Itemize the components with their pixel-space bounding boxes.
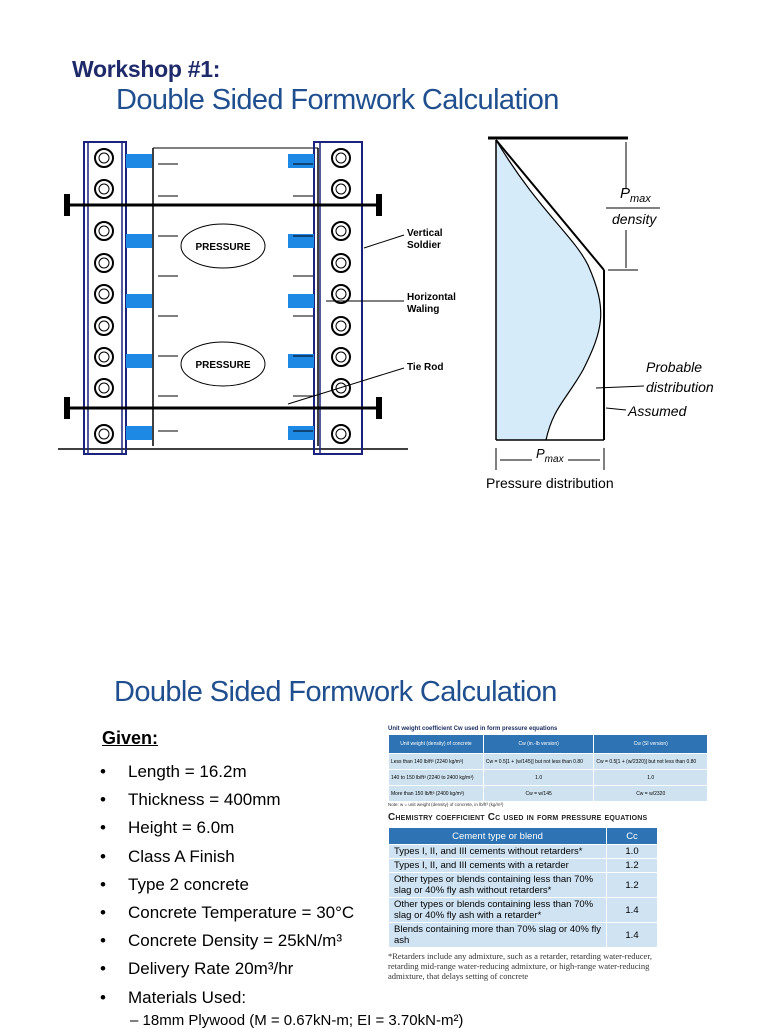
soldier-label: Soldier <box>407 240 441 251</box>
chemistry-footnote: *Retarders include any admixture, such a… <box>388 951 652 981</box>
pmax-label: Pmax <box>620 185 651 205</box>
given-list: •Length = 16.2m •Thickness = 400mm •Heig… <box>100 762 354 1016</box>
table-row: Other types or blends containing less th… <box>388 872 658 898</box>
pressure-label-bottom: PRESSURE <box>195 360 250 371</box>
table-row: Less than 140 lb/ft³ (2240 kg/m³) Cw = 0… <box>388 753 708 770</box>
table-row: Types I, II, and III cements without ret… <box>388 844 658 859</box>
list-item: •Type 2 concrete <box>100 874 249 894</box>
table-row: Other types or blends containing less th… <box>388 897 658 923</box>
chemistry-caption: Chemistry coefficient Cc used in form pr… <box>388 812 648 823</box>
unit-weight-caption: Unit weight coefficient Cw used in form … <box>388 726 558 732</box>
workshop-heading: Workshop #1: <box>72 56 221 82</box>
waling-label: Waling <box>407 304 439 315</box>
list-item: •Class A Finish <box>100 846 235 866</box>
assumed-label: Assumed <box>627 403 688 419</box>
horizontal-label: Horizontal <box>407 292 456 303</box>
list-item: •Concrete Temperature = 30°C <box>100 902 355 922</box>
slide2-title: Double Sided Formwork Calculation <box>114 676 557 708</box>
pressure-label-top: PRESSURE <box>195 242 250 253</box>
list-item: •Materials Used: <box>100 987 247 1007</box>
density-label: density <box>612 211 657 227</box>
plywood-sub-item: – 18mm Plywood (M = 0.67kN-m; EI = 3.70k… <box>130 1012 464 1029</box>
given-heading: Given: <box>102 728 159 748</box>
tie-rod-label: Tie Rod <box>407 362 443 373</box>
list-item: •Concrete Density = 25kN/m³ <box>100 931 342 951</box>
list-item: •Height = 6.0m <box>100 818 235 838</box>
pmax-bottom-label: Pmax <box>536 446 565 465</box>
table-row: Blends containing more than 70% slag or … <box>388 922 658 948</box>
slide1-title: Double Sided Formwork Calculation <box>116 84 559 116</box>
table-header: Cw (SI version) <box>593 734 708 754</box>
pressure-distribution-chart: Pmax density Probable distribution Assum… <box>486 136 714 491</box>
table-header: Cc <box>606 827 658 845</box>
pressure-distribution-caption: Pressure distribution <box>486 475 614 491</box>
list-item: •Delivery Rate 20m³/hr <box>100 959 294 979</box>
unit-weight-note: Note: w = unit weight (density) of concr… <box>388 802 504 807</box>
formwork-diagram: PRESSURE PRESSURE Vertical Soldier Horiz… <box>58 141 456 455</box>
table-header: Unit weight (density) of concrete <box>388 734 484 754</box>
list-item: •Thickness = 400mm <box>100 790 281 810</box>
table-row: Types I, II, and III cements with a reta… <box>388 858 658 873</box>
table-header: Cement type or blend <box>388 827 607 845</box>
chemistry-table: Chemistry coefficient Cc used in form pr… <box>388 812 658 981</box>
distribution-label: distribution <box>646 379 714 395</box>
unit-weight-table: Unit weight coefficient Cw used in form … <box>388 726 708 807</box>
table-row: 140 to 150 lb/ft³ (2240 to 2400 kg/m³) 1… <box>388 769 708 786</box>
table-row: More than 150 lb/ft³ (2400 kg/m³) Cw = w… <box>388 785 708 802</box>
list-item: •Length = 16.2m <box>100 762 247 781</box>
probable-label: Probable <box>646 359 702 375</box>
table-header: Cw (in.-lb version) <box>482 734 595 754</box>
vertical-label: Vertical <box>407 228 443 239</box>
